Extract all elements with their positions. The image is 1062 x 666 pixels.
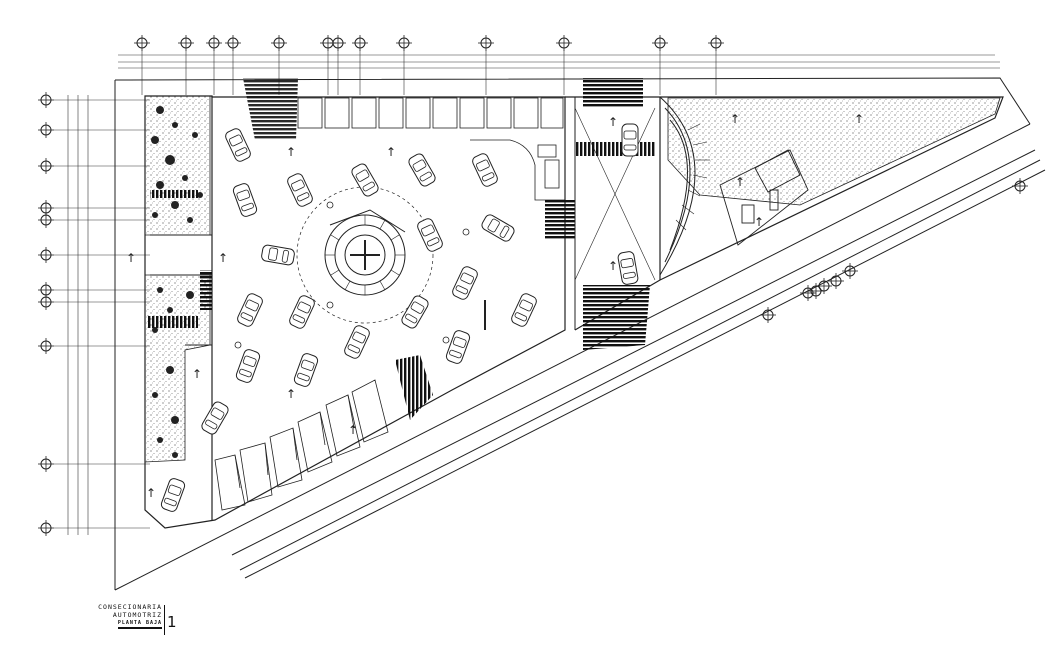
site-boundary [114,77,1046,591]
svg-text:↑: ↑ [608,259,618,273]
svg-text:↑: ↑ [735,175,745,189]
parking-stalls [214,379,389,511]
svg-text:↑: ↑ [348,423,358,437]
drawing-level-label: PLANTA BAJA [117,620,162,629]
office-row [297,97,565,201]
svg-text:↑: ↑ [730,112,740,126]
sheet-number: 1 [167,613,177,631]
svg-text:↑: ↑ [754,215,764,229]
garden-planters [144,95,1001,463]
top-grid-axis-markers [133,34,725,52]
title-divider [164,605,165,635]
structural-columns [234,201,470,349]
svg-text:↑: ↑ [386,145,396,159]
partitions [150,96,576,346]
svg-text:↑: ↑ [126,251,136,265]
tree-symbols [151,106,203,458]
svg-text:↑: ↑ [146,486,156,500]
service-rooms [719,149,809,246]
car-symbols [159,123,640,514]
svg-text:↑: ↑ [608,115,618,129]
svg-text:↑: ↑ [286,387,296,401]
left-grid-axis-markers [37,91,55,537]
svg-text:↑: ↑ [218,251,228,265]
drawing-title: CONSECIONARIA [98,603,162,611]
top-grid-axis-lines [118,50,1000,95]
drawing-subtitle: AUTOMOTRIZ [112,611,162,619]
svg-text:↑: ↑ [192,367,202,381]
direction-arrows: ↑ ↑ ↑ ↑ ↑ ↑ ↑ ↑ ↑ ↑ ↑ ↑ ↑ ↑ [126,112,864,500]
svg-text:↑: ↑ [854,112,864,126]
svg-text:↑: ↑ [286,145,296,159]
drawing-title-block: CONSECIONARIA AUTOMOTRIZ PLANTA BAJA 1 [86,603,177,637]
left-grid-axis-lines [54,95,150,535]
hatched-areas [148,78,650,420]
central-spiral-stair [296,186,434,324]
